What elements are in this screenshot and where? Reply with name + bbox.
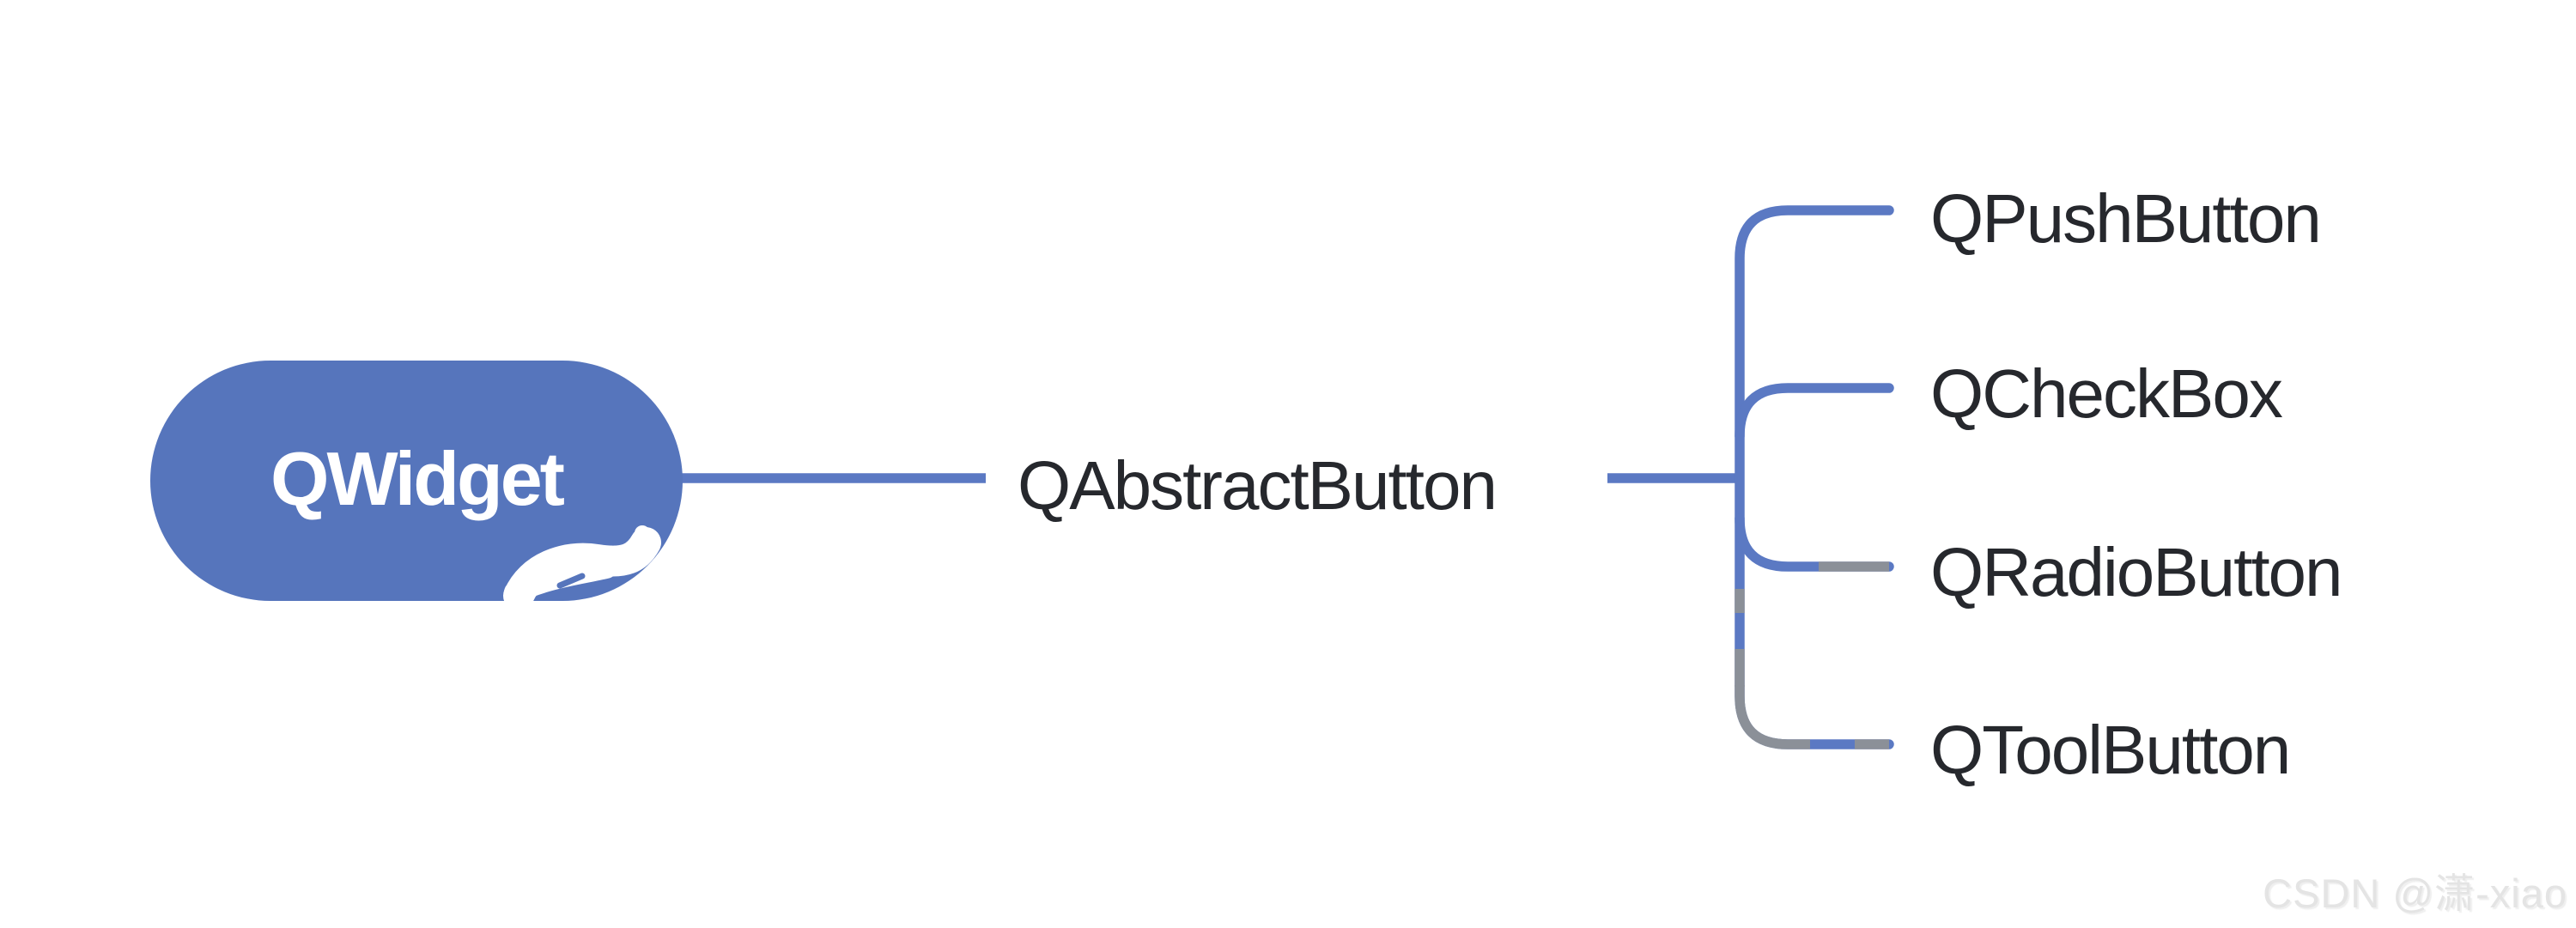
root-node: QWidget <box>150 361 683 601</box>
child-node-label: QRadioButton <box>1930 534 2343 610</box>
edge-branch-qcheckbox <box>1735 383 1894 441</box>
gray-artifact-marks <box>1735 561 1889 749</box>
child-node-label: QPushButton <box>1930 180 2322 257</box>
edge-branch-spine <box>1735 205 1894 749</box>
edge-branch-qradiobutton <box>1735 513 1894 572</box>
child-node-label: QCheckBox <box>1930 355 2283 432</box>
gray-artifact <box>1735 685 1810 749</box>
watermark: CSDN @潇-xiao <box>2263 870 2567 916</box>
qabstractbutton-label: QAbstractButton <box>1018 447 1498 524</box>
child-node-label: QToolButton <box>1930 712 2291 788</box>
root-node-label: QWidget <box>270 436 565 521</box>
